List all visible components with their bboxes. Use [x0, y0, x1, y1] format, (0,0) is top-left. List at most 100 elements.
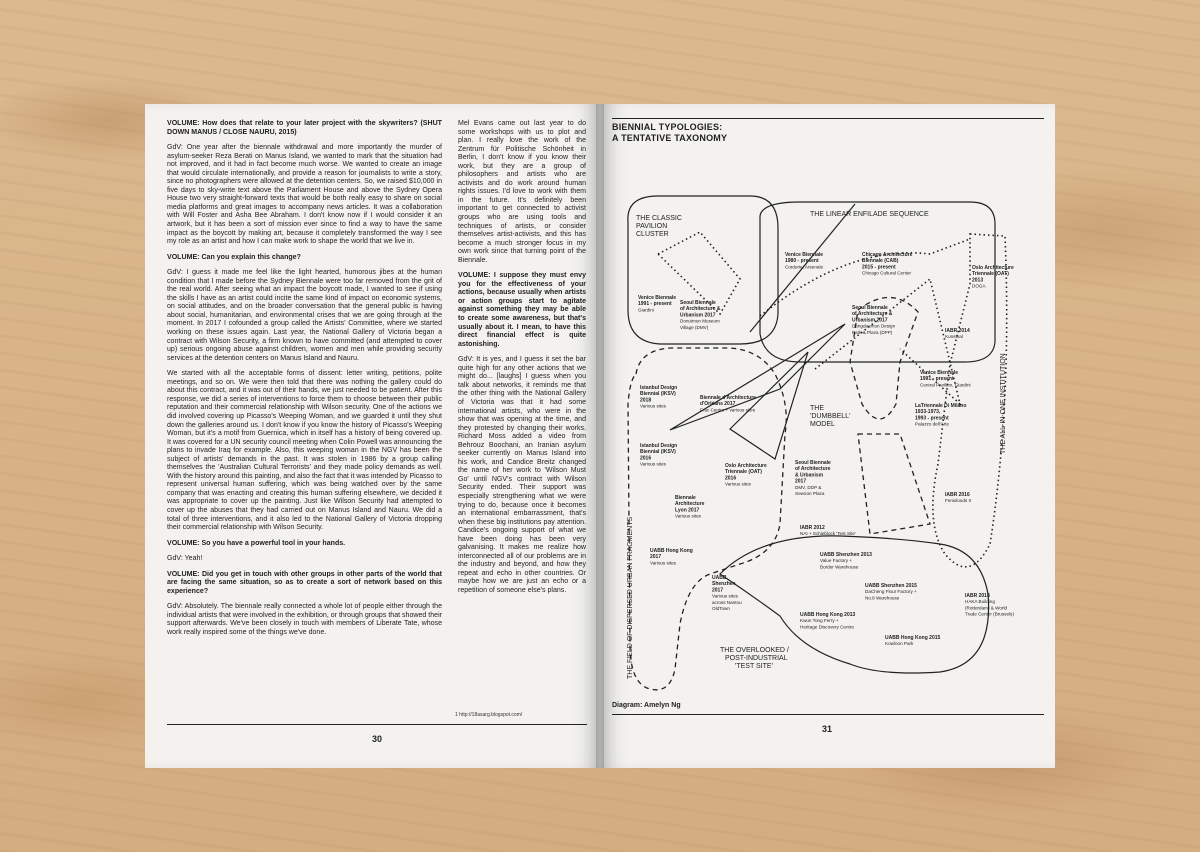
entry-name: 2017 — [795, 479, 806, 485]
entry-name: & Urbanism — [795, 472, 824, 478]
entry-name: IABR 2012 — [800, 525, 825, 531]
entry-venue: DMV, DDP & — [795, 485, 821, 490]
label-overlooked-1: THE OVERLOOKED / — [720, 647, 789, 654]
text-column-1: VOLUME: How does that relate to your lat… — [167, 120, 442, 645]
interview-answer: GdV: It is yes, and I guess it set the b… — [458, 356, 586, 594]
entry-venue: Corderie, Arsenale — [785, 264, 823, 269]
label-dumbbell-2: 'DUMBBELL' — [810, 413, 850, 420]
entry-name: Triennale (OAT) — [725, 469, 762, 475]
entry-name: Biennial (IKSV) — [640, 391, 676, 397]
dumbbell-model-outline — [849, 296, 919, 420]
entry-name: Biennale (CAB) — [862, 258, 899, 264]
interview-question: VOLUME: I suppose they must envy you for… — [458, 272, 586, 348]
interview-answer: GdV: I guess it made me feel like the li… — [167, 269, 442, 362]
entry-venue: Palazzo dell'Arte — [915, 422, 950, 427]
footer-rule — [167, 724, 587, 726]
entry-venue: Various sites — [712, 594, 739, 599]
entry-name: 1991 - present — [638, 301, 672, 307]
entry-name: 2018 — [640, 397, 651, 403]
entry-venue: Donuimun Museum — [680, 319, 720, 324]
classic-pavilion-cluster-outline — [627, 195, 779, 345]
label-classic-cluster-2: PAVILION — [636, 223, 667, 230]
text-column-2: Mel Evans came out last year to do some … — [458, 120, 586, 603]
entry-name: Oslo Architecture — [725, 463, 767, 469]
entry-name: UABB — [712, 575, 727, 581]
entry-venue: (Rotterdam) & World — [965, 605, 1007, 610]
interview-question: VOLUME: How does that relate to your lat… — [167, 120, 442, 136]
label-dispersed-fragments: THE FIELD OF DISPERSED URBAN FRAGMENTS — [627, 516, 634, 679]
label-overlooked-3: 'TEST SITE' — [735, 663, 773, 670]
entry-name: 1993 - present — [915, 415, 949, 421]
entry-venue: Various sites — [640, 462, 667, 467]
entry-name: UABB Hong Kong 2013 — [800, 612, 856, 618]
label-linear-enfilade: THE LINEAR ENFILADE SEQUENCE — [810, 211, 929, 218]
entry-venue: Various sites — [650, 560, 677, 565]
label-overlooked-2: POST-INDUSTRIAL — [725, 655, 788, 662]
entry-venue: Trade Center (Brussels) — [965, 612, 1014, 617]
entry-name: UABB Hong Kong 2015 — [885, 635, 941, 641]
biennale-entries: Venice Biennale 1991 - presentGiardiniSeo… — [638, 252, 1014, 646]
interview-answer: Mel Evans came out last year to do some … — [458, 120, 586, 264]
interview-question: VOLUME: Did you get in touch with other … — [167, 570, 442, 595]
interview-answer: GdV: One year after the biennale withdra… — [167, 144, 442, 246]
entry-name: IABR 2016 — [945, 492, 970, 498]
entry-name: 2013 — [972, 277, 983, 283]
entry-venue: Chicago Cultural Center — [862, 271, 911, 276]
entry-name: Istanbul Design — [640, 443, 677, 449]
entry-venue: No.8 Warehouse — [865, 595, 900, 600]
all-in-one-outline — [932, 233, 1008, 568]
entry-name: d'Orléans 2017 — [700, 401, 736, 407]
entry-name: 1980 - present — [785, 258, 819, 264]
entry-name: Urbanism 2017 — [680, 312, 716, 318]
entry-venue: Kowloon Park — [885, 641, 914, 646]
footer-rule — [612, 714, 1044, 716]
entry-venue: Value Factory + — [820, 558, 852, 563]
entry-name: 2016 — [640, 455, 651, 461]
open-magazine: VOLUME: How does that relate to your lat… — [145, 104, 1055, 768]
linear-enfilade-outline — [759, 201, 996, 363]
entry-venue: Frac Centre + various sites — [700, 407, 756, 412]
entry-venue: Kwun Tong Ferry + — [800, 618, 839, 623]
entry-venue: Fenixloods II — [945, 498, 971, 503]
entry-venue: Sewoon Plaza — [795, 491, 825, 496]
entry-name: Urbanism 2017 — [852, 317, 888, 323]
page-number: 30 — [372, 734, 383, 744]
entry-venue: Park & Plaza (DPP) — [852, 330, 893, 335]
entry-name: Oslo Architecture — [972, 265, 1014, 271]
label-classic-cluster-3: CLUSTER — [636, 231, 669, 238]
entry-name: Biennial (IKSV) — [640, 449, 676, 455]
label-all-in-one: THE ALL-IN-ONE INSTITUTION — [1000, 353, 1007, 454]
entry-venue: Various sites — [725, 482, 752, 487]
entry-venue: Giardini — [638, 307, 654, 312]
entry-venue: Dongdaemun Design — [852, 324, 896, 329]
entry-name: of Architecture & — [852, 311, 893, 317]
entry-name: 2016 — [725, 475, 736, 481]
footnote: 1 http://18asarg.blogspot.com/ — [455, 712, 523, 718]
entry-name: Venice Biennale — [785, 252, 823, 258]
label-classic-cluster-1: THE CLASSIC — [636, 215, 682, 222]
spine-gutter — [596, 104, 604, 768]
interview-question: VOLUME: Can you explain this change? — [167, 253, 301, 261]
entry-name: Biennale d'Architecture — [700, 395, 756, 401]
entry-name: Shenzhen — [712, 581, 736, 587]
entry-name: 2017 — [712, 587, 723, 593]
entry-venue: OldTown — [712, 606, 730, 611]
diagram-title-line-2: A TENTATIVE TAXONOMY — [612, 133, 728, 143]
page-number: 31 — [822, 724, 833, 734]
entry-name: Biennale — [675, 495, 696, 501]
